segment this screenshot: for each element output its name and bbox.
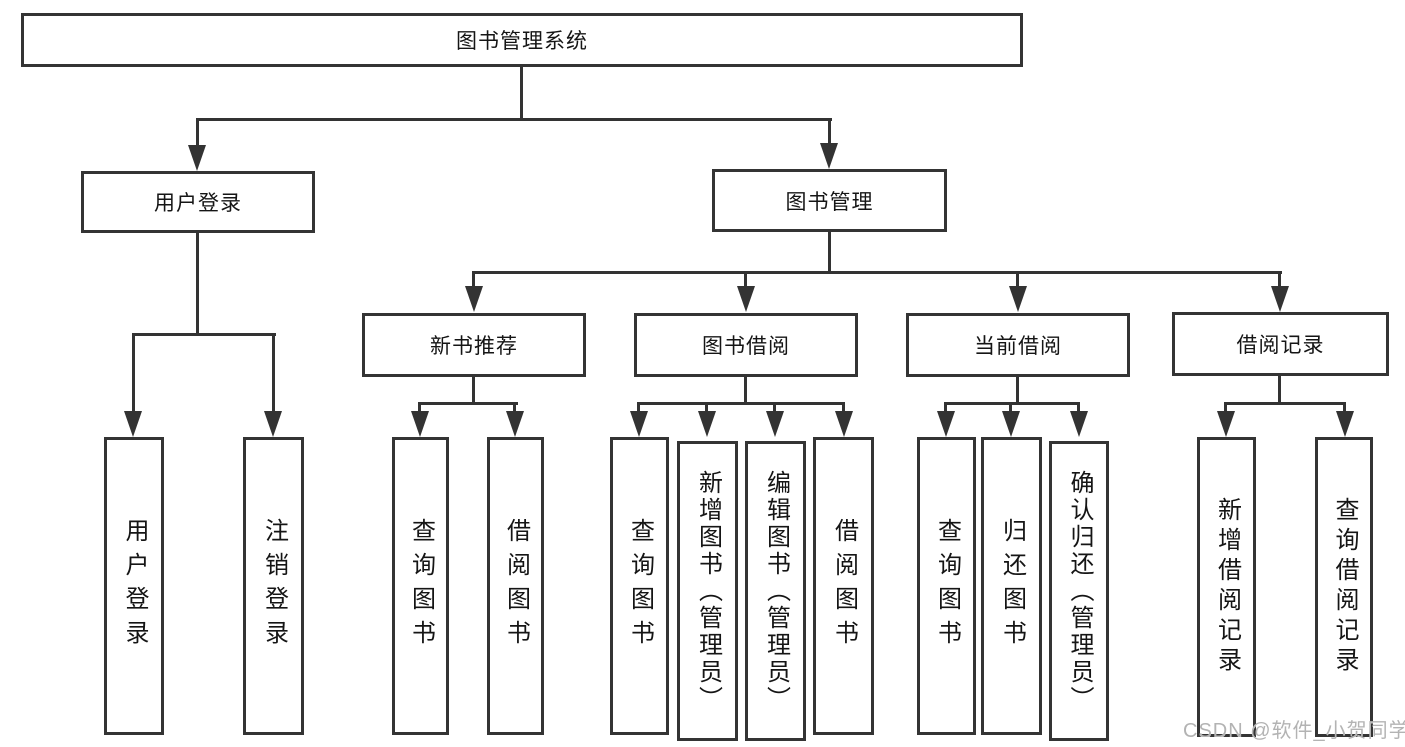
connector-line bbox=[828, 232, 831, 274]
arrowhead bbox=[630, 411, 648, 437]
connector-line bbox=[520, 67, 523, 119]
connector-line bbox=[637, 402, 845, 405]
node-label: 借阅记录 bbox=[1236, 334, 1325, 357]
leaf-borrow-add-books-admin: 新增图书（管理员） bbox=[677, 441, 738, 741]
node-label: 借阅图书 bbox=[502, 518, 530, 654]
connector-line bbox=[418, 402, 421, 412]
node-label: 注销登录 bbox=[260, 518, 288, 654]
connector-line bbox=[272, 333, 275, 411]
arrowhead bbox=[737, 286, 755, 312]
connector-line bbox=[418, 402, 518, 405]
connector-line bbox=[132, 333, 135, 411]
leaf-newbook-borrow-books: 借阅图书 bbox=[487, 437, 544, 735]
leaf-records-query-record: 查询借阅记录 bbox=[1315, 437, 1373, 737]
node-label: 归还图书 bbox=[998, 518, 1026, 654]
arrowhead bbox=[835, 411, 853, 437]
leaf-records-add-record: 新增借阅记录 bbox=[1197, 437, 1256, 737]
connector-line bbox=[744, 377, 747, 405]
leaf-current-confirm-return-admin: 确认归还（管理员） bbox=[1049, 441, 1109, 741]
arrowhead bbox=[820, 143, 838, 169]
node-label: 图书管理系统 bbox=[456, 30, 588, 53]
node-label: 查询借阅记录 bbox=[1331, 497, 1358, 677]
arrowhead bbox=[465, 286, 483, 312]
node-label: 新书推荐 bbox=[430, 335, 518, 358]
leaf-borrow-edit-books-admin: 编辑图书（管理员） bbox=[745, 441, 806, 741]
node-label: 确认归还（管理员） bbox=[1066, 469, 1093, 713]
connector-line bbox=[1278, 271, 1281, 287]
leaf-current-query-books: 查询图书 bbox=[917, 437, 976, 735]
arrowhead bbox=[188, 145, 206, 171]
connector-line bbox=[472, 377, 475, 405]
node-label: 查询图书 bbox=[626, 518, 654, 654]
node-label: 编辑图书（管理员） bbox=[762, 469, 790, 713]
arrowhead bbox=[264, 411, 282, 437]
connector-line bbox=[1016, 377, 1019, 405]
node-label: 新增图书（管理员） bbox=[694, 469, 722, 713]
leaf-borrow-query-books: 查询图书 bbox=[610, 437, 669, 735]
connector-line bbox=[196, 118, 832, 121]
leaf-user-login: 用户登录 bbox=[104, 437, 164, 735]
node-label: 图书管理 bbox=[785, 190, 874, 214]
node-label: 查询图书 bbox=[407, 518, 435, 654]
connector-line bbox=[1278, 376, 1281, 405]
node-label: 查询图书 bbox=[933, 518, 961, 654]
connector-line bbox=[1343, 402, 1346, 412]
leaf-logout: 注销登录 bbox=[243, 437, 304, 735]
arrowhead bbox=[1002, 411, 1020, 437]
connector-line bbox=[637, 402, 640, 412]
node-current-borrow: 当前借阅 bbox=[906, 313, 1130, 377]
arrowhead bbox=[937, 411, 955, 437]
node-label: 借阅图书 bbox=[830, 518, 858, 654]
node-book-borrow: 图书借阅 bbox=[634, 313, 858, 377]
node-label: 用户登录 bbox=[154, 192, 242, 215]
node-label: 当前借阅 bbox=[974, 335, 1062, 358]
connector-line bbox=[944, 402, 947, 412]
connector-line bbox=[705, 402, 708, 412]
arrowhead bbox=[1336, 411, 1354, 437]
connector-line bbox=[132, 333, 276, 336]
node-book-management: 图书管理 bbox=[712, 169, 947, 232]
arrowhead bbox=[698, 411, 716, 437]
node-label: 新增借阅记录 bbox=[1213, 497, 1241, 677]
connector-line bbox=[828, 118, 831, 146]
connector-line bbox=[842, 402, 845, 412]
arrowhead bbox=[1070, 411, 1088, 437]
connector-line bbox=[196, 233, 199, 336]
node-new-book-recommend: 新书推荐 bbox=[362, 313, 586, 377]
leaf-borrow-borrow-books: 借阅图书 bbox=[813, 437, 874, 735]
csdn-watermark: CSDN @软件_小贺同学 bbox=[1183, 720, 1405, 742]
connector-line bbox=[1077, 402, 1080, 412]
arrowhead bbox=[411, 411, 429, 437]
arrowhead bbox=[506, 411, 524, 437]
node-label: 用户登录 bbox=[121, 518, 148, 654]
connector-line bbox=[944, 402, 1080, 405]
connector-line bbox=[513, 402, 516, 412]
connector-line bbox=[744, 271, 747, 287]
arrowhead bbox=[1217, 411, 1235, 437]
node-borrow-records: 借阅记录 bbox=[1172, 312, 1389, 376]
node-user-login: 用户登录 bbox=[81, 171, 315, 233]
leaf-newbook-query-books: 查询图书 bbox=[392, 437, 449, 735]
node-root: 图书管理系统 bbox=[21, 13, 1023, 67]
node-label: 图书借阅 bbox=[702, 335, 790, 358]
connector-line bbox=[1009, 402, 1012, 412]
connector-line bbox=[1016, 271, 1019, 287]
connector-line bbox=[773, 402, 776, 412]
connector-line bbox=[1224, 402, 1227, 412]
arrowhead bbox=[124, 411, 142, 437]
arrowhead bbox=[1271, 286, 1289, 312]
connector-line bbox=[1224, 402, 1346, 405]
arrowhead bbox=[1009, 286, 1027, 312]
connector-line bbox=[472, 271, 1282, 274]
connector-line bbox=[196, 118, 199, 146]
arrowhead bbox=[766, 411, 784, 437]
leaf-current-return-books: 归还图书 bbox=[981, 437, 1042, 735]
connector-line bbox=[472, 271, 475, 287]
